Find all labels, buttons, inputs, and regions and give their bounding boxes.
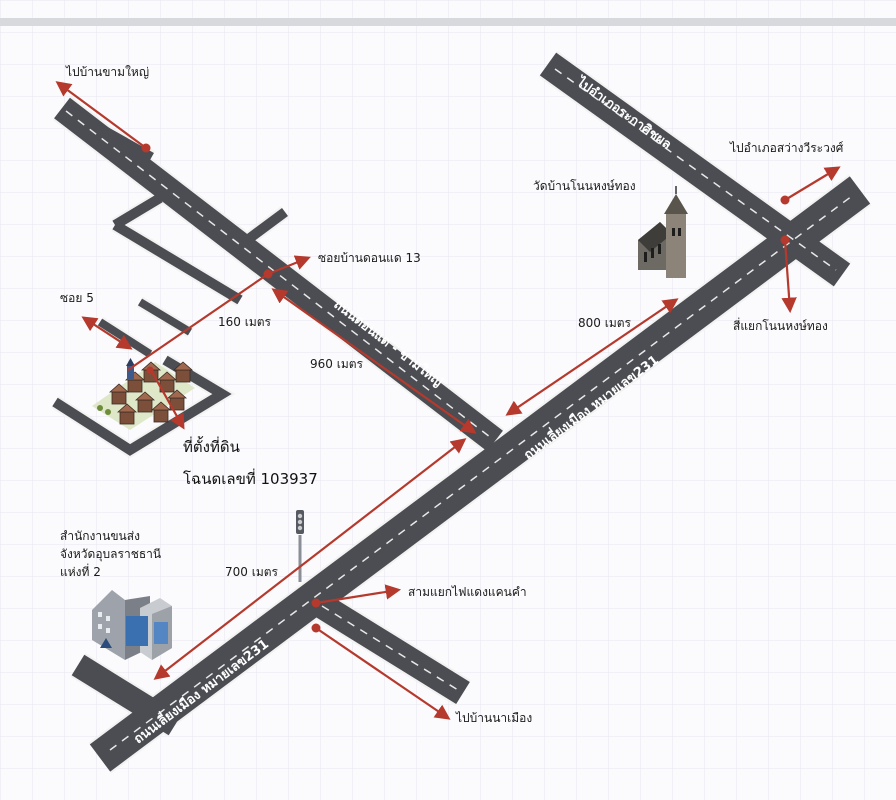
label-soi-don-dae-13: ซอยบ้านดอนแด 13 [318,251,421,265]
label-to-sawang-wirawong: ไปอำเภอสว่างวีระวงศ์ [729,141,844,155]
label-transport-line1: สำนักงานขนส่ง [60,529,140,543]
arrow-soi-5 [81,316,133,350]
arrow-to-kham-yai [55,81,147,149]
label-dist-800: 800 เมตร [578,316,632,330]
arrow-dist-700 [153,438,467,680]
soi-side-road-2 [112,220,243,305]
soi-side-road-3 [247,207,288,243]
label-junction-non-hong: สี่แยกโนนหงษ์ทอง [733,317,828,333]
label-site-line2: โฉนดเลขที่ 103937 [183,468,318,488]
top-band [0,18,896,26]
label-transport-line2: จังหวัดอุบลราชธานี [60,547,161,562]
label-dist-960: 960 เมตร [310,357,364,371]
housing-village-icon [92,358,195,430]
label-soi-5: ซอย 5 [60,291,94,305]
arrow-site-to-soi [127,273,269,371]
arrow-dist-800 [505,298,679,416]
label-traffic-light-junction: สามแยกไฟแดงแคนคำ [408,585,527,599]
road-transport-office [71,654,182,736]
label-to-na-mueang: ไปบ้านนาเมือง [455,711,532,725]
arrow-to-site [151,371,185,430]
label-site-line1: ที่ตั้งที่ดิน [183,436,240,456]
soi-side-road-1 [112,193,163,230]
arrow-soi-don-dae-13 [267,255,311,276]
arrow-dist-960 [271,288,477,434]
label-dist-700: 700 เมตร [225,565,279,579]
soi-side-road-4 [137,298,193,336]
route-arrows [55,81,841,720]
arrow-to-na-mueang [315,627,451,720]
arrow-traffic-light-junction [315,584,402,605]
church-icon [638,186,688,278]
label-transport-line3: แห่งที่ 2 [60,563,101,579]
label-dist-160: 160 เมตร [218,315,272,329]
label-to-kham-yai: ไปบ้านขามใหญ่ [65,65,149,79]
arrow-to-sawang-wirawong [784,166,841,201]
label-temple: วัดบ้านโนนหงษ์ทอง [533,179,636,193]
arrow-junction-non-hong [781,239,797,314]
route-markers [141,143,790,633]
